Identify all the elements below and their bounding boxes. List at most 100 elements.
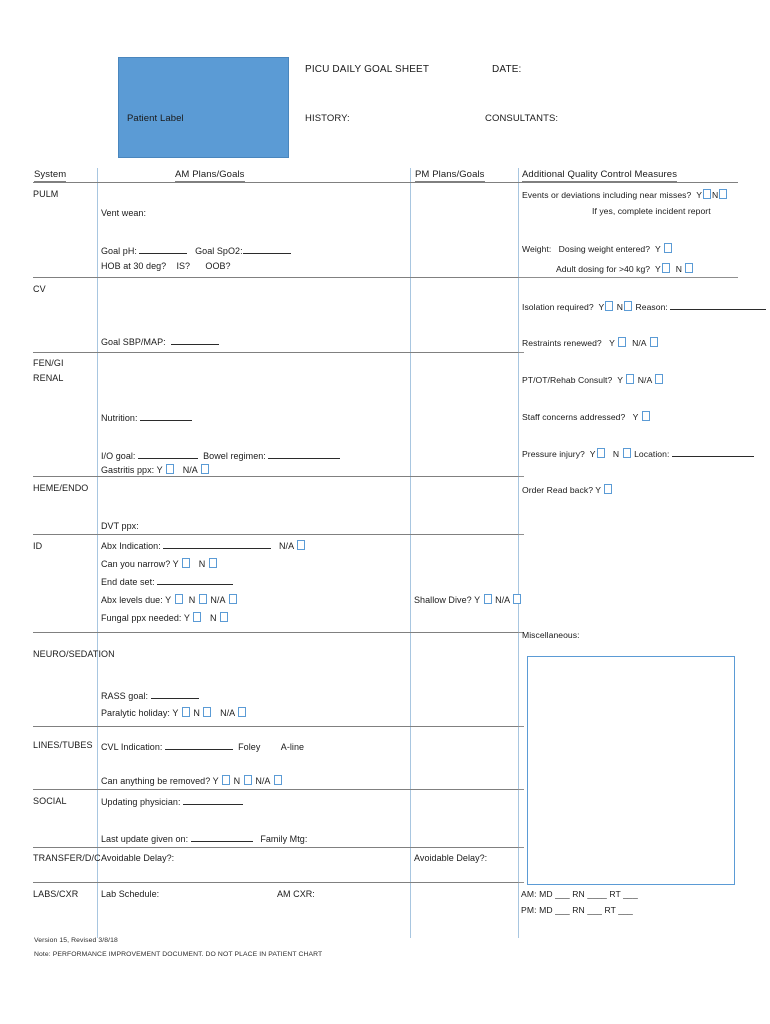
id-abx-levels-due[interactable]: Abx levels due: Y N N/A xyxy=(101,594,238,605)
restraints-na-checkbox[interactable] xyxy=(649,337,658,347)
signature-line-pm[interactable]: PM: MD ___ RN ___ RT ___ xyxy=(521,905,633,915)
row-rule-neuro xyxy=(33,726,518,727)
id-fungal-ppx[interactable]: Fungal ppx needed: Y N xyxy=(101,612,229,623)
lines-can-anything-removed[interactable]: Can anything be removed? Y N N/A xyxy=(101,775,283,786)
abx-levels-y-checkbox[interactable] xyxy=(174,594,183,604)
system-label-heme: HEME/ENDO xyxy=(33,483,89,493)
gastritis-ppx-y-checkbox[interactable] xyxy=(166,464,175,474)
shallow-dive-na-checkbox[interactable] xyxy=(513,594,522,604)
system-label-id: ID xyxy=(33,541,43,551)
events-n-checkbox[interactable] xyxy=(719,189,728,199)
column-header-system: System xyxy=(34,169,67,182)
id-can-you-narrow[interactable]: Can you narrow? Y N xyxy=(101,558,218,569)
lines-cvl-indication[interactable]: CVL Indication: Foley A-line xyxy=(101,742,305,752)
row-rule-cv xyxy=(33,352,518,353)
quality-staff-concerns[interactable]: Staff concerns addressed? Y xyxy=(522,411,651,422)
header-rule xyxy=(33,182,738,183)
system-label-pulm: PULM xyxy=(33,189,59,199)
quality-restraints-renewed[interactable]: Restraints renewed? Y N/A xyxy=(522,337,659,348)
pulm-vent-wean[interactable]: Vent wean: xyxy=(101,208,147,218)
quality-rule-2 xyxy=(518,352,524,353)
quality-isolation-required[interactable]: Isolation required? Y N Reason: xyxy=(522,301,767,312)
patient-label-box[interactable]: Patient Label xyxy=(118,57,289,158)
staff-concerns-y-checkbox[interactable] xyxy=(641,411,650,421)
column-header-pm: PM Plans/Goals xyxy=(415,169,485,182)
system-label-fengi: FEN/GI xyxy=(33,358,64,368)
paralytic-holiday-na-checkbox[interactable] xyxy=(238,707,247,717)
adult-dosing-y-checkbox[interactable] xyxy=(661,263,670,273)
isolation-n-checkbox[interactable] xyxy=(624,301,633,311)
quality-weight-dosing[interactable]: Weight: Dosing weight entered? Y xyxy=(522,243,673,254)
quality-events-deviations[interactable]: Events or deviations including near miss… xyxy=(522,189,728,200)
quality-rule-3 xyxy=(518,476,524,477)
isolation-y-checkbox[interactable] xyxy=(605,301,614,311)
quality-pressure-injury[interactable]: Pressure injury? Y N Location: xyxy=(522,448,754,459)
labs-lab-schedule[interactable]: Lab Schedule: xyxy=(101,889,160,899)
cv-goal-sbp-map[interactable]: Goal SBP/MAP: xyxy=(101,336,219,347)
pressure-injury-n-checkbox[interactable] xyxy=(622,448,631,458)
removed-na-checkbox[interactable] xyxy=(273,775,282,785)
system-label-transfer: TRANSFER/D/C xyxy=(33,853,101,863)
narrow-y-checkbox[interactable] xyxy=(182,558,191,568)
events-y-checkbox[interactable] xyxy=(703,189,712,199)
narrow-n-checkbox[interactable] xyxy=(208,558,217,568)
footer-note: Note: PERFORMANCE IMPROVEMENT DOCUMENT. … xyxy=(34,951,323,958)
fengi-nutrition[interactable]: Nutrition: xyxy=(101,412,193,423)
ptot-y-checkbox[interactable] xyxy=(626,374,635,384)
order-read-back-y-checkbox[interactable] xyxy=(604,484,613,494)
gastritis-ppx-na-checkbox[interactable] xyxy=(200,464,209,474)
row-rule-id xyxy=(33,632,518,633)
labs-am-cxr[interactable]: AM CXR: xyxy=(277,889,315,899)
social-last-update[interactable]: Last update given on: Family Mtg: xyxy=(101,834,308,844)
heme-dvt-ppx[interactable]: DVT ppx: xyxy=(101,521,139,531)
abx-levels-n-checkbox[interactable] xyxy=(198,594,207,604)
row-rule-lines xyxy=(33,789,518,790)
fengi-gastritis-ppx[interactable]: Gastritis ppx: Y N/A xyxy=(101,464,210,475)
restraints-y-checkbox[interactable] xyxy=(618,337,627,347)
column-divider-pm xyxy=(410,168,411,938)
footer-version: Version 15, Revised 3/8/18 xyxy=(34,937,118,944)
neuro-rass-goal[interactable]: RASS goal: xyxy=(101,690,199,701)
removed-y-checkbox[interactable] xyxy=(222,775,231,785)
paralytic-holiday-n-checkbox[interactable] xyxy=(203,707,212,717)
id-shallow-dive[interactable]: Shallow Dive? Y N/A xyxy=(414,594,522,605)
ptot-na-checkbox[interactable] xyxy=(655,374,664,384)
shallow-dive-y-checkbox[interactable] xyxy=(483,594,492,604)
row-rule-transfer xyxy=(33,882,518,883)
signature-line-am[interactable]: AM: MD ___ RN ____ RT ___ xyxy=(521,889,638,899)
form-header: Patient Label PICU DAILY GOAL SHEET DATE… xyxy=(0,0,770,160)
transfer-avoidable-delay-pm[interactable]: Avoidable Delay?: xyxy=(414,853,488,863)
fungal-ppx-n-checkbox[interactable] xyxy=(220,612,229,622)
id-end-date-set[interactable]: End date set: xyxy=(101,576,234,587)
quality-rule-7 xyxy=(518,789,524,790)
consultants-label: CONSULTANTS: xyxy=(485,113,559,124)
fungal-ppx-y-checkbox[interactable] xyxy=(193,612,202,622)
adult-dosing-n-checkbox[interactable] xyxy=(685,263,694,273)
quality-rule-8 xyxy=(518,847,524,848)
row-rule-social xyxy=(33,847,518,848)
pulm-goal-ph-spo2[interactable]: Goal pH: Goal SpO2: xyxy=(101,245,291,256)
pulm-hob-is-oob[interactable]: HOB at 30 deg? IS? OOB? xyxy=(101,261,231,271)
removed-n-checkbox[interactable] xyxy=(243,775,252,785)
transfer-avoidable-delay-am[interactable]: Avoidable Delay?: xyxy=(101,853,175,863)
row-rule-pulm xyxy=(33,277,518,278)
column-divider-am xyxy=(97,168,98,938)
row-rule-heme xyxy=(33,534,518,535)
pressure-injury-y-checkbox[interactable] xyxy=(596,448,605,458)
abx-indication-na-checkbox[interactable] xyxy=(297,540,306,550)
quality-rule-4 xyxy=(518,534,524,535)
paralytic-holiday-y-checkbox[interactable] xyxy=(181,707,190,717)
social-updating-physician[interactable]: Updating physician: xyxy=(101,796,244,807)
dosing-weight-y-checkbox[interactable] xyxy=(664,243,673,253)
fengi-io-bowel[interactable]: I/O goal: Bowel regimen: xyxy=(101,450,341,461)
quality-order-read-back[interactable]: Order Read back? Y xyxy=(522,484,613,495)
neuro-paralytic-holiday[interactable]: Paralytic holiday: Y N N/A xyxy=(101,707,247,718)
quality-ptot-rehab-consult[interactable]: PT/OT/Rehab Consult? Y N/A xyxy=(522,374,664,385)
id-abx-indication[interactable]: Abx Indication: N/A xyxy=(101,540,306,551)
abx-levels-na-checkbox[interactable] xyxy=(228,594,237,604)
miscellaneous-textbox[interactable] xyxy=(527,656,735,885)
quality-rule-5 xyxy=(518,632,524,633)
patient-label-text: Patient Label xyxy=(127,113,184,124)
quality-adult-dosing[interactable]: Adult dosing for >40 kg? Y N xyxy=(556,263,694,274)
